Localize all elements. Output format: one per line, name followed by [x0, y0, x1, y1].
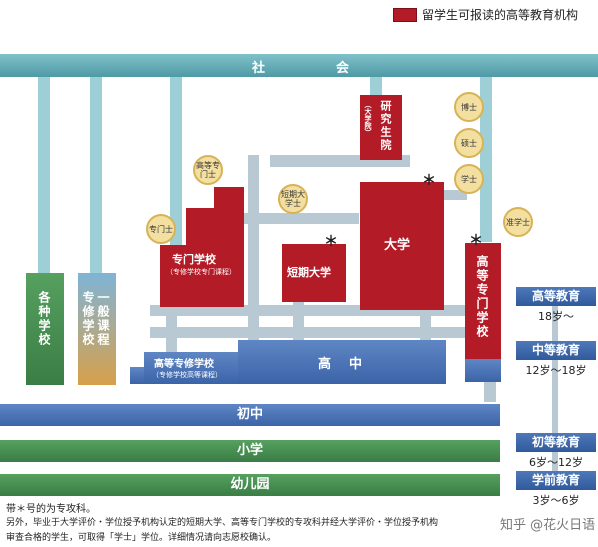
high-school-label: 高中 [318, 357, 381, 372]
university-star: ＊ [422, 173, 436, 189]
society-char-2: 会 [336, 61, 350, 76]
arrow-misc-to-society [38, 77, 50, 273]
arrow-vertical-4 [166, 305, 177, 355]
degree-badge-associate: 短期大学士 [278, 184, 308, 214]
arrow-general-to-society [90, 77, 102, 273]
stage-preschool-age: 3岁～6岁 [532, 494, 580, 507]
stage-preschool: 学前教育 [516, 471, 596, 490]
middle-school-band: 初中 [0, 404, 500, 426]
arrow-age-axis [552, 298, 558, 488]
technical-college-label: 高等专门学校 [475, 255, 489, 339]
graduate-school-label: 研究生院 [379, 100, 392, 152]
misc-school-box: 各种学校 [26, 273, 64, 385]
kindergarten-band: 幼儿园 [0, 474, 500, 496]
degree-badge-specialist-degree: 高等专门士 [193, 155, 223, 185]
stage-primary: 初等教育 [516, 433, 596, 452]
degree-badge-doctor: 博士 [454, 92, 484, 122]
arrow-vertical-1 [248, 155, 259, 345]
stage-higher-age: 18岁～ [538, 310, 574, 323]
university-label: 大学 [384, 238, 411, 253]
degree-badge-specialist: 专门士 [146, 214, 176, 244]
general-course-box: 一般课程 专修学校 [78, 273, 116, 385]
technical-college-lower [465, 359, 501, 382]
arrow-vertical-3 [420, 310, 431, 345]
arrow-horizontal-bottom-2 [150, 327, 480, 338]
watermark: 知乎 @花火日语 [500, 518, 596, 533]
technical-college-star: ＊ [469, 233, 483, 249]
general-course-label: 一般课程 [96, 291, 110, 347]
general-course-mark: 专修学校 [81, 291, 95, 347]
stage-secondary-age: 12岁～18岁 [525, 364, 587, 377]
technical-college-box: 高等专门学校 [465, 243, 501, 359]
degree-badge-master: 硕士 [454, 128, 484, 158]
junior-college-star: ＊ [324, 234, 338, 250]
advanced-vocational-label: 高等专修学校 [154, 359, 214, 370]
graduate-school-sub: （大学院） [364, 101, 372, 136]
primary-school-band: 小学 [0, 440, 500, 462]
high-school-box: 高中 [238, 340, 446, 384]
arrow-horizontal-bottom [150, 305, 480, 316]
graduate-school-box: 研究生院 （大学院） [360, 95, 402, 160]
advanced-vocational-box: 高等专修学校 （专修学校高等课程） [144, 352, 238, 384]
junior-college-box: 短期大学 [282, 244, 346, 302]
degree-badge-bachelor: 学士 [454, 164, 484, 194]
arrow-technical-to-university [443, 190, 467, 200]
legend-label: 留学生可报读的高等教育机构 [422, 8, 579, 22]
arrow-vertical-2 [293, 275, 304, 345]
stage-primary-age: 6岁～12岁 [529, 456, 583, 469]
advanced-vocational-sub: （专修学校高等课程） [152, 371, 222, 379]
advanced-vocational-step [130, 367, 144, 384]
note-line-2: 另外，毕业于大学评价・学位授予机构认定的短期大学、高等专门学校的专攻科并经大学评… [6, 518, 439, 528]
misc-school-label: 各种学校 [37, 291, 51, 347]
note-line-1: 带＊号的为专攻科。 [6, 504, 96, 515]
society-char-1: 社 [252, 61, 266, 76]
arrow-vertical-5 [484, 382, 496, 402]
vocational-school-sub: （专修学校专门课程） [166, 268, 236, 276]
junior-college-label: 短期大学 [287, 266, 331, 279]
degree-badge-quasi-bachelor: 准学士 [503, 207, 533, 237]
arrow-horizontal-mid [244, 213, 359, 224]
arrow-technical-to-society [480, 77, 492, 242]
legend-swatch [393, 8, 417, 22]
stage-secondary: 中等教育 [516, 341, 596, 360]
note-line-3: 审查合格的学生，可取得「学士」学位。详细情况请向志愿校确认。 [6, 533, 277, 543]
university-box: 大学 [360, 182, 444, 310]
vocational-school-box: 专门学校 （专修学校专门课程） [160, 245, 244, 307]
stage-higher: 高等教育 [516, 287, 596, 306]
society-bar: 社 会 [0, 54, 598, 77]
vocational-school-label: 专门学校 [172, 253, 216, 266]
